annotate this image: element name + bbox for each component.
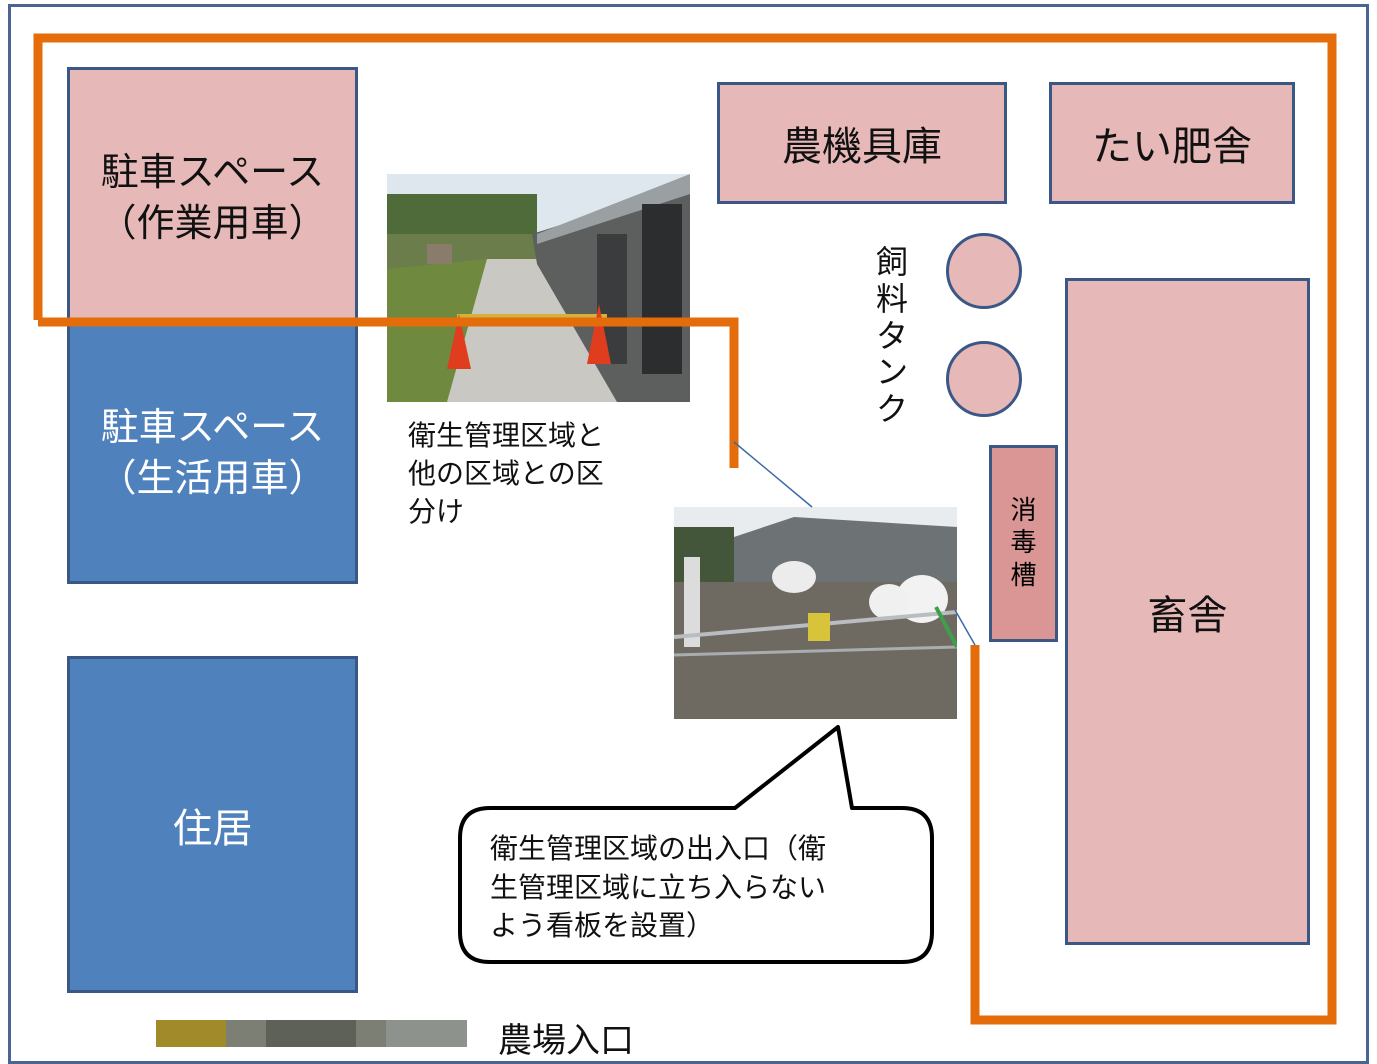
feed-tank-char: ン (875, 353, 908, 392)
feed-tank-2 (946, 341, 1022, 417)
compost-shed: たい肥舎 (1049, 82, 1295, 204)
barn-label: 畜舎 (1147, 592, 1228, 639)
barn: 畜舎 (1065, 278, 1310, 945)
entrance-callout-line3: よう看板を設置） (490, 909, 715, 943)
entrance-callout-line2: 生管理区域に立ち入らない (490, 870, 827, 904)
entrance-callout-line1: 衛生管理区域の出入口（衛 (490, 832, 827, 865)
parking-work-vehicles: 駐車スペース （作業用車） (67, 67, 358, 329)
partition-caption-line2: 他の区域との区 (408, 456, 604, 490)
partition-caption-line1: 衛生管理区域と (408, 419, 605, 452)
parking-work-line2: （作業用車） (98, 201, 327, 245)
residence: 住居 (67, 656, 358, 993)
feed-tank-char: ク (875, 390, 908, 429)
feed-tank-char: 料 (875, 279, 908, 318)
partition-caption: 衛生管理区域と 他の区域との区 分け (408, 417, 648, 530)
farm-entrance-photo (156, 1020, 467, 1047)
feed-tank-label: 飼 料 タ ン ク (872, 244, 912, 428)
disinfection-char: 毒 (1010, 528, 1037, 559)
parking-work-line1: 駐車スペース (100, 149, 325, 194)
parking-private-line2: （生活用車） (98, 456, 327, 500)
entrance-callout: 衛生管理区域の出入口（衛 生管理区域に立ち入らない よう看板を設置） (490, 830, 910, 946)
feed-tank-1 (946, 233, 1022, 309)
parking-private-line1: 駐車スペース (100, 404, 325, 449)
farm-entrance-label: 農場入口 (498, 1021, 634, 1061)
disinfection-tank: 消 毒 槽 (989, 445, 1058, 642)
entrance-photo (674, 507, 957, 719)
parking-private-vehicles: 駐車スペース （生活用車） (67, 322, 358, 584)
partition-photo (387, 174, 690, 402)
machinery-shed-label: 農機具庫 (782, 124, 942, 170)
machinery-shed: 農機具庫 (717, 82, 1007, 204)
partition-caption-line3: 分け (408, 494, 465, 528)
compost-shed-label: たい肥舎 (1092, 124, 1252, 170)
feed-tank-char: タ (875, 316, 908, 355)
residence-label: 住居 (172, 805, 253, 852)
disinfection-char: 消 (1010, 495, 1037, 526)
disinfection-char: 槽 (1010, 560, 1037, 591)
feed-tank-char: 飼 (875, 243, 908, 281)
